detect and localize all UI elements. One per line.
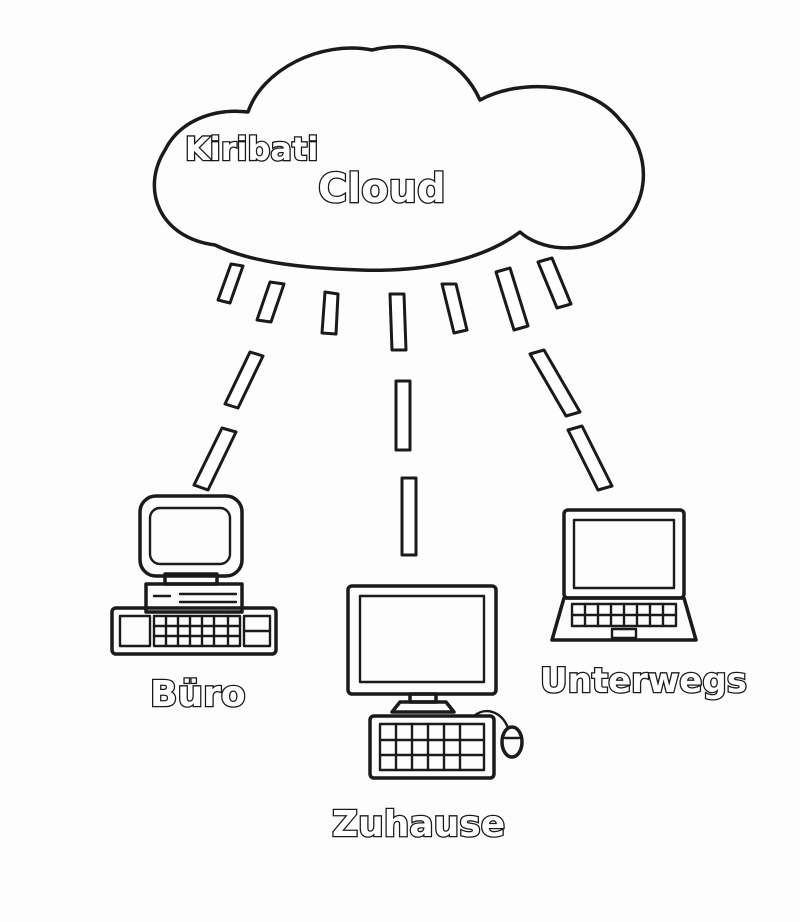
connection-office — [192, 262, 286, 492]
connection-mobile — [494, 256, 614, 492]
cloud-title-line2: Cloud — [318, 166, 446, 212]
laptop-icon — [550, 508, 698, 642]
desktop-computer-icon — [110, 494, 278, 656]
monitor-keyboard-mouse-icon — [346, 584, 524, 780]
cloud-icon — [152, 45, 646, 272]
connection-home — [388, 292, 418, 557]
device-label-office: Büro — [150, 674, 246, 715]
device-label-home: Zuhause — [332, 804, 505, 845]
device-label-mobile: Unterwegs — [540, 661, 747, 701]
connection-cloud-fan — [320, 282, 469, 336]
cloud-title-line1: Kiribati — [185, 130, 318, 168]
